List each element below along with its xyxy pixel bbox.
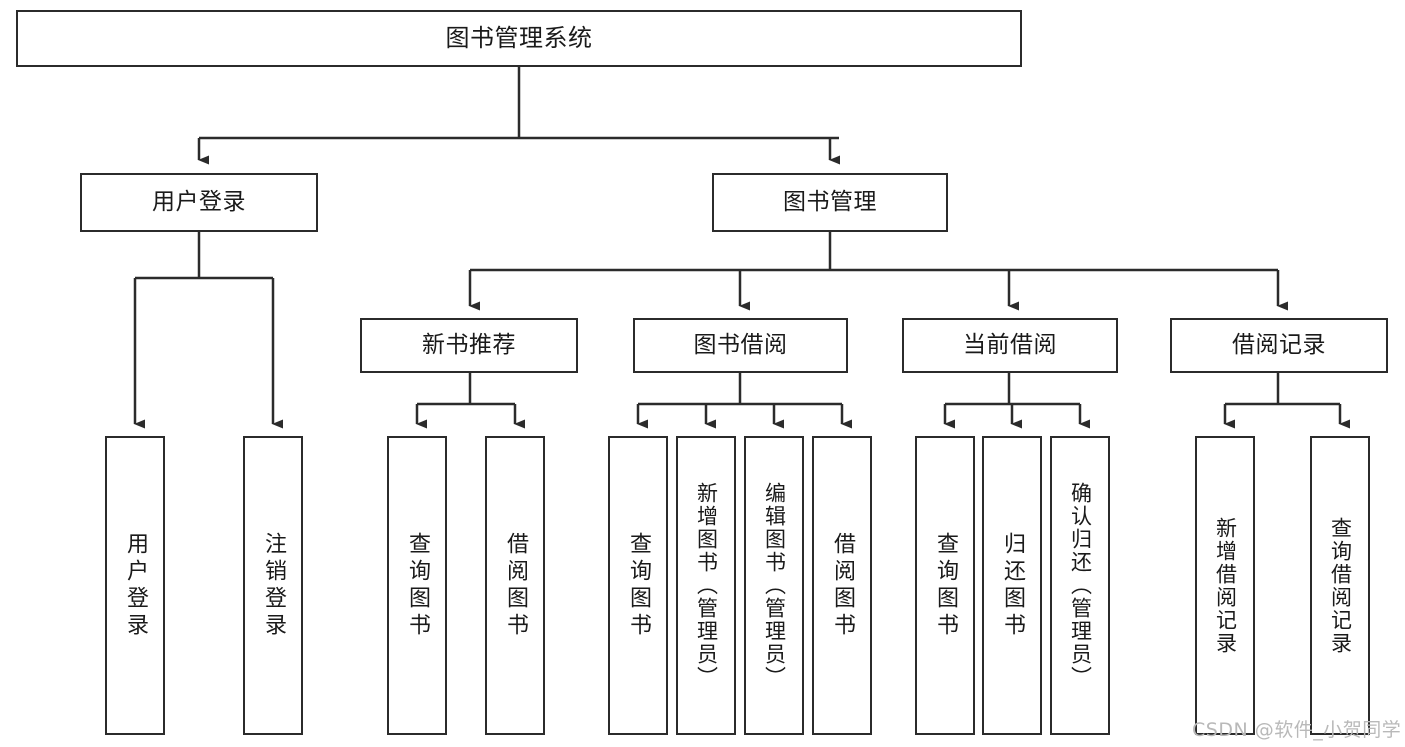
leaf-lend-book-label: 借阅图书	[830, 531, 855, 640]
leaf-query-books-new[interactable]: 查询图书	[387, 436, 447, 735]
node-new-book-recommendation[interactable]: 新书推荐	[360, 318, 578, 373]
node-book-borrow-label: 图书借阅	[693, 331, 788, 358]
leaf-borrow-books-new[interactable]: 借阅图书	[485, 436, 545, 735]
leaf-logout-label: 注销登录	[261, 531, 286, 640]
node-root[interactable]: 图书管理系统	[16, 10, 1022, 67]
leaf-query-borrow-record-label: 查询借阅记录	[1328, 516, 1353, 655]
leaf-user-login[interactable]: 用户登录	[105, 436, 165, 735]
leaf-logout[interactable]: 注销登录	[243, 436, 303, 735]
node-borrow-records[interactable]: 借阅记录	[1170, 318, 1388, 373]
leaf-query-books-borrow-label: 查询图书	[626, 531, 651, 640]
leaf-borrow-books-new-label: 借阅图书	[503, 531, 528, 640]
node-root-label: 图书管理系统	[445, 24, 593, 53]
node-user-login-label: 用户登录	[152, 188, 246, 215]
leaf-confirm-return-admin[interactable]: 确认归还（管理员）	[1050, 436, 1110, 735]
node-new-book-recommendation-label: 新书推荐	[422, 331, 516, 358]
leaf-edit-book-admin-label: 编辑图书（管理员）	[762, 482, 787, 689]
leaf-lend-book[interactable]: 借阅图书	[812, 436, 872, 735]
leaf-edit-book-admin[interactable]: 编辑图书（管理员）	[744, 436, 804, 735]
node-book-management-label: 图书管理	[783, 188, 877, 215]
leaf-query-books-new-label: 查询图书	[405, 531, 430, 640]
node-current-borrow[interactable]: 当前借阅	[902, 318, 1118, 373]
leaf-query-books-current[interactable]: 查询图书	[915, 436, 975, 735]
leaf-query-books-borrow[interactable]: 查询图书	[608, 436, 668, 735]
leaf-add-book-admin-label: 新增图书（管理员）	[694, 482, 719, 689]
watermark: CSDN @软件_小贺同学	[1192, 719, 1402, 741]
leaf-query-borrow-record[interactable]: 查询借阅记录	[1310, 436, 1370, 735]
leaf-query-books-current-label: 查询图书	[933, 531, 958, 640]
leaf-add-borrow-record-label: 新增借阅记录	[1213, 516, 1238, 655]
node-book-borrow[interactable]: 图书借阅	[633, 318, 848, 373]
leaf-user-login-label: 用户登录	[123, 531, 148, 640]
node-book-management[interactable]: 图书管理	[712, 173, 948, 232]
leaf-add-borrow-record[interactable]: 新增借阅记录	[1195, 436, 1255, 735]
leaf-return-book[interactable]: 归还图书	[982, 436, 1042, 735]
node-current-borrow-label: 当前借阅	[963, 331, 1057, 358]
node-borrow-records-label: 借阅记录	[1232, 331, 1326, 358]
node-user-login[interactable]: 用户登录	[80, 173, 318, 232]
leaf-return-book-label: 归还图书	[1000, 531, 1025, 640]
leaf-confirm-return-admin-label: 确认归还（管理员）	[1068, 482, 1093, 689]
leaf-add-book-admin[interactable]: 新增图书（管理员）	[676, 436, 736, 735]
